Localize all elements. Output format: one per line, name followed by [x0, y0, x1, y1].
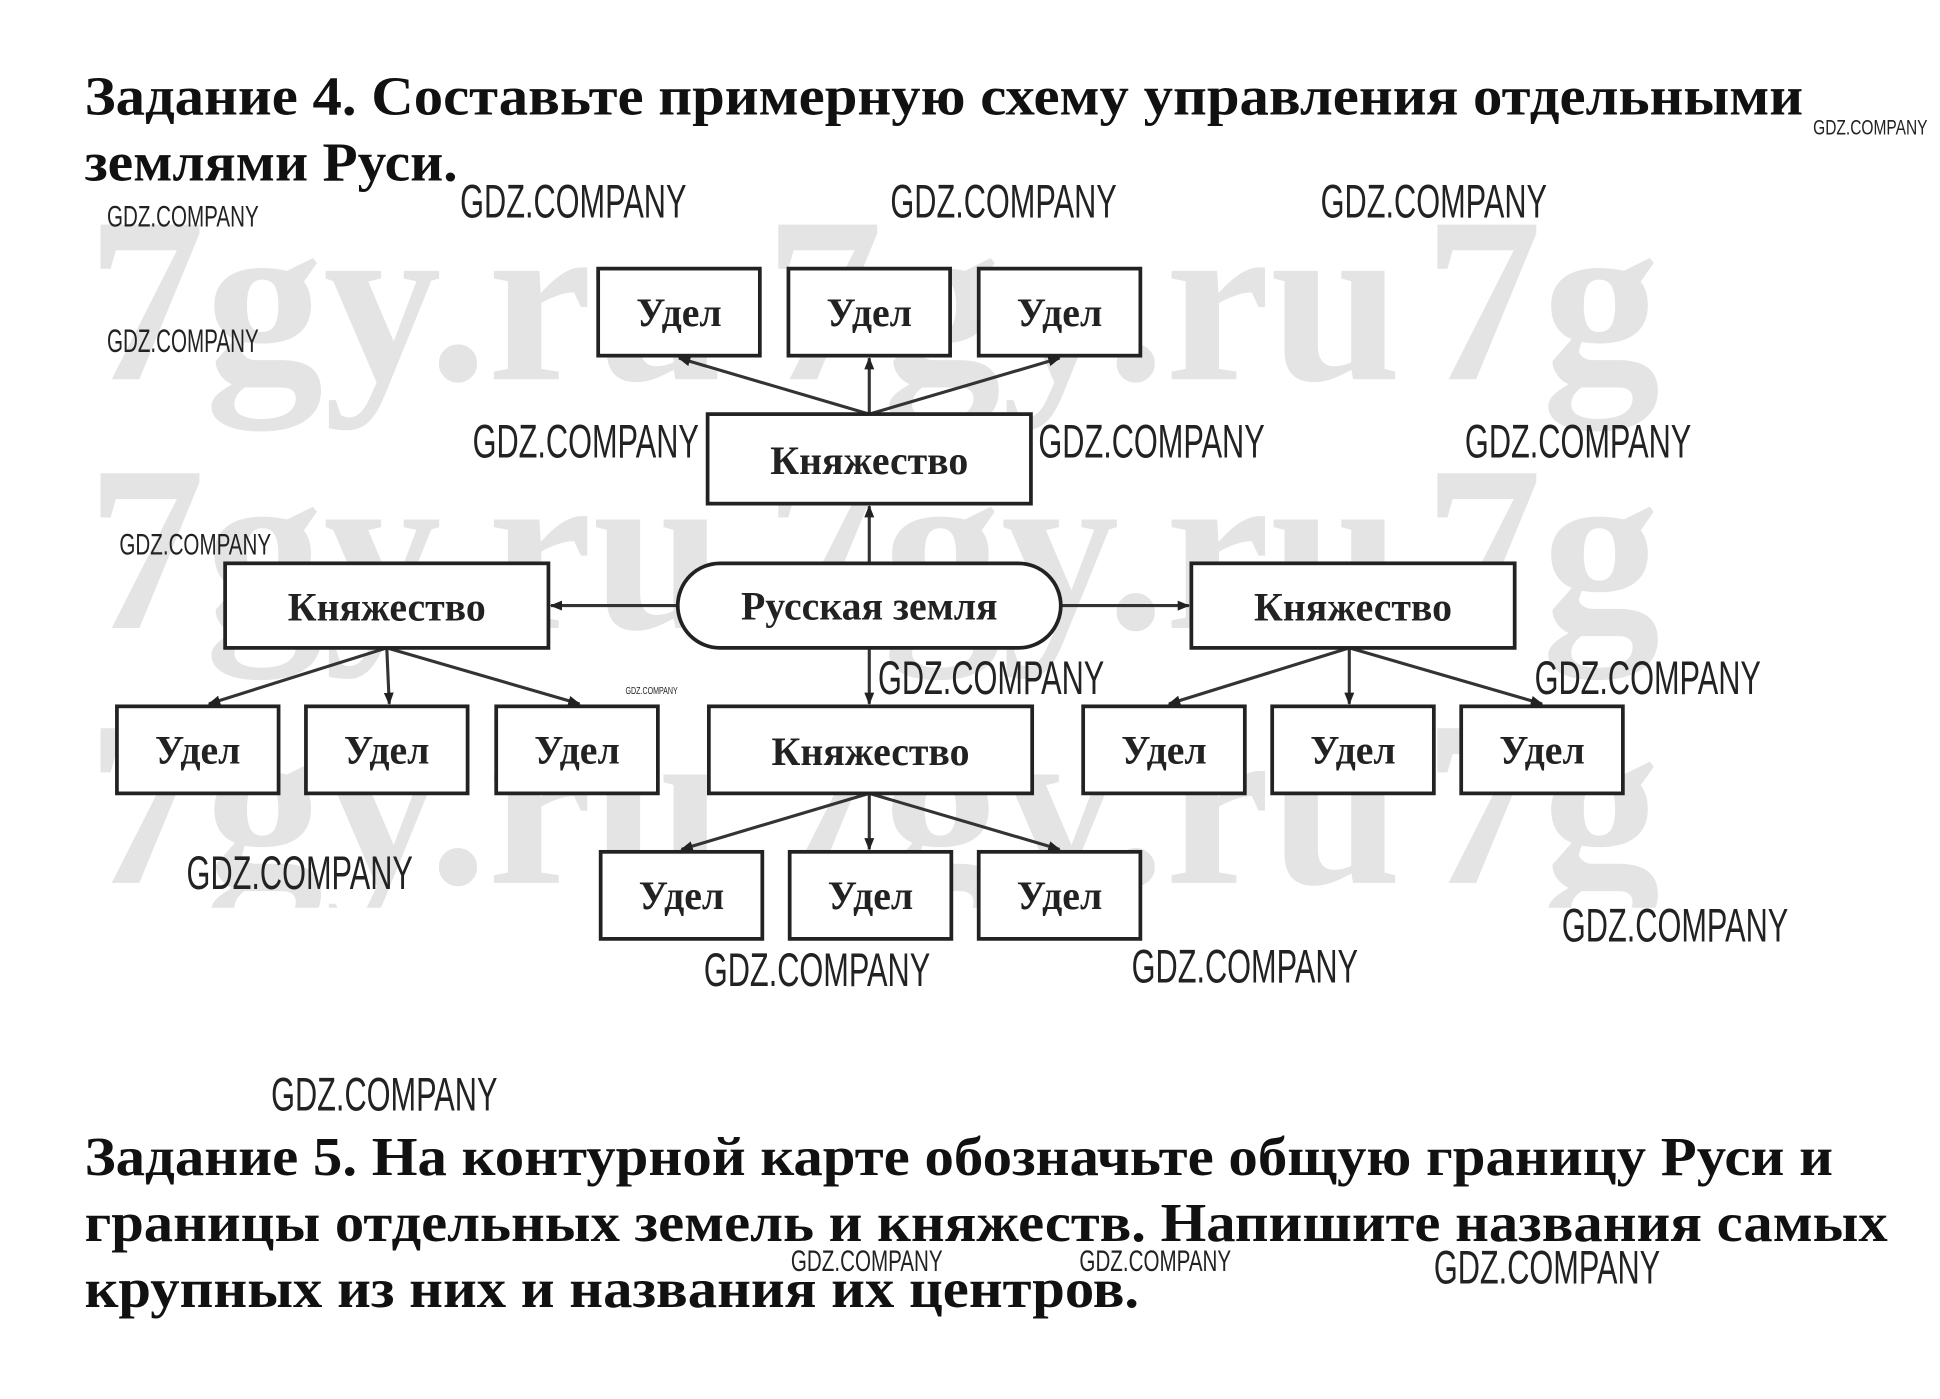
appanage-box: Удел [787, 849, 954, 941]
gdz-watermark: GDZ.COMPANY [704, 944, 930, 997]
appanage-box: Удел [598, 849, 765, 941]
gdz-watermark: GDZ.COMPANY [271, 1068, 497, 1121]
appanage-label: Удел [1017, 291, 1102, 335]
task5-line2: границы отдельных земель и княжеств. Нап… [85, 1192, 1889, 1253]
appanage-box: Удел [115, 704, 281, 796]
gdz-watermark: GDZ.COMPANY [1038, 416, 1264, 469]
russian-land-node: Русская земля [675, 561, 1063, 650]
appanage-label: Удел [827, 291, 912, 335]
appanage-label: Удел [639, 874, 724, 918]
appanage-box: Удел [1459, 704, 1625, 796]
gdz-watermark: GDZ.COMPANY [890, 176, 1116, 229]
appanage-label: Удел [1310, 729, 1395, 773]
gdz-watermark: GDZ.COMPANY [1434, 1241, 1660, 1294]
appanage-box: Удел [304, 704, 470, 796]
appanage-box: Удел [786, 266, 952, 358]
gdz-watermark: GDZ.COMPANY [791, 1245, 943, 1278]
gdz-watermark-layer: GDZ.COMPANY GDZ.COMPANY GDZ.COMPANY GDZ.… [107, 116, 1928, 1294]
site-watermark: 7gy.ru [1424, 169, 1940, 431]
appanage-box: Удел [976, 849, 1143, 941]
gdz-watermark: GDZ.COMPANY [626, 686, 678, 697]
appanage-label: Удел [1121, 729, 1206, 773]
gdz-watermark: GDZ.COMPANY [1079, 1245, 1231, 1278]
gdz-watermark: GDZ.COMPANY [1465, 416, 1691, 469]
gdz-watermark: GDZ.COMPANY [119, 529, 271, 562]
gdz-watermark: GDZ.COMPANY [107, 323, 259, 359]
principality-label: Княжество [1254, 586, 1452, 630]
principality-box-top: Княжество [705, 412, 1033, 506]
appanage-box: Удел [494, 704, 660, 796]
appanage-label: Удел [636, 291, 721, 335]
appanage-label: Удел [534, 729, 619, 773]
gdz-watermark: GDZ.COMPANY [1562, 899, 1788, 952]
gdz-watermark: GDZ.COMPANY [1535, 652, 1761, 705]
gdz-watermark: GDZ.COMPANY [107, 200, 259, 233]
principality-box-right: Княжество [1189, 561, 1517, 650]
principality-label: Княжество [770, 439, 968, 483]
principality-box-left: Княжество [223, 561, 551, 650]
task5-line1: Задание 5. На контурной карте обозначьте… [85, 1126, 1833, 1187]
gdz-watermark: GDZ.COMPANY [473, 416, 699, 469]
task4-heading-line2: землями Руси. [85, 131, 458, 192]
appanage-label: Удел [1499, 729, 1584, 773]
gdz-watermark: GDZ.COMPANY [1813, 116, 1927, 139]
task4-heading-line1: Задание 4. Составьте примерную схему упр… [85, 65, 1804, 126]
appanage-label: Удел [155, 729, 240, 773]
gdz-watermark: GDZ.COMPANY [878, 652, 1104, 705]
appanage-label: Удел [344, 729, 429, 773]
gdz-watermark: GDZ.COMPANY [187, 847, 413, 900]
principality-label: Княжество [288, 586, 486, 630]
diagram-arrows [207, 356, 1544, 851]
principality-box-bottom: Княжество [706, 704, 1035, 796]
gdz-watermark: GDZ.COMPANY [460, 176, 686, 229]
russian-land-label: Русская земля [741, 584, 998, 628]
appanage-box: Удел [596, 266, 762, 358]
appanage-box: Удел [1081, 704, 1247, 796]
task5-line3: крупных из них и названия их центров. [85, 1258, 1140, 1319]
appanage-box: Удел [976, 266, 1143, 358]
principality-label: Княжество [771, 730, 969, 774]
gdz-watermark: GDZ.COMPANY [1132, 940, 1358, 993]
gdz-watermark: GDZ.COMPANY [1321, 176, 1547, 229]
appanage-label: Удел [1017, 874, 1102, 918]
appanage-label: Удел [828, 874, 913, 918]
appanage-box: Удел [1270, 704, 1436, 796]
